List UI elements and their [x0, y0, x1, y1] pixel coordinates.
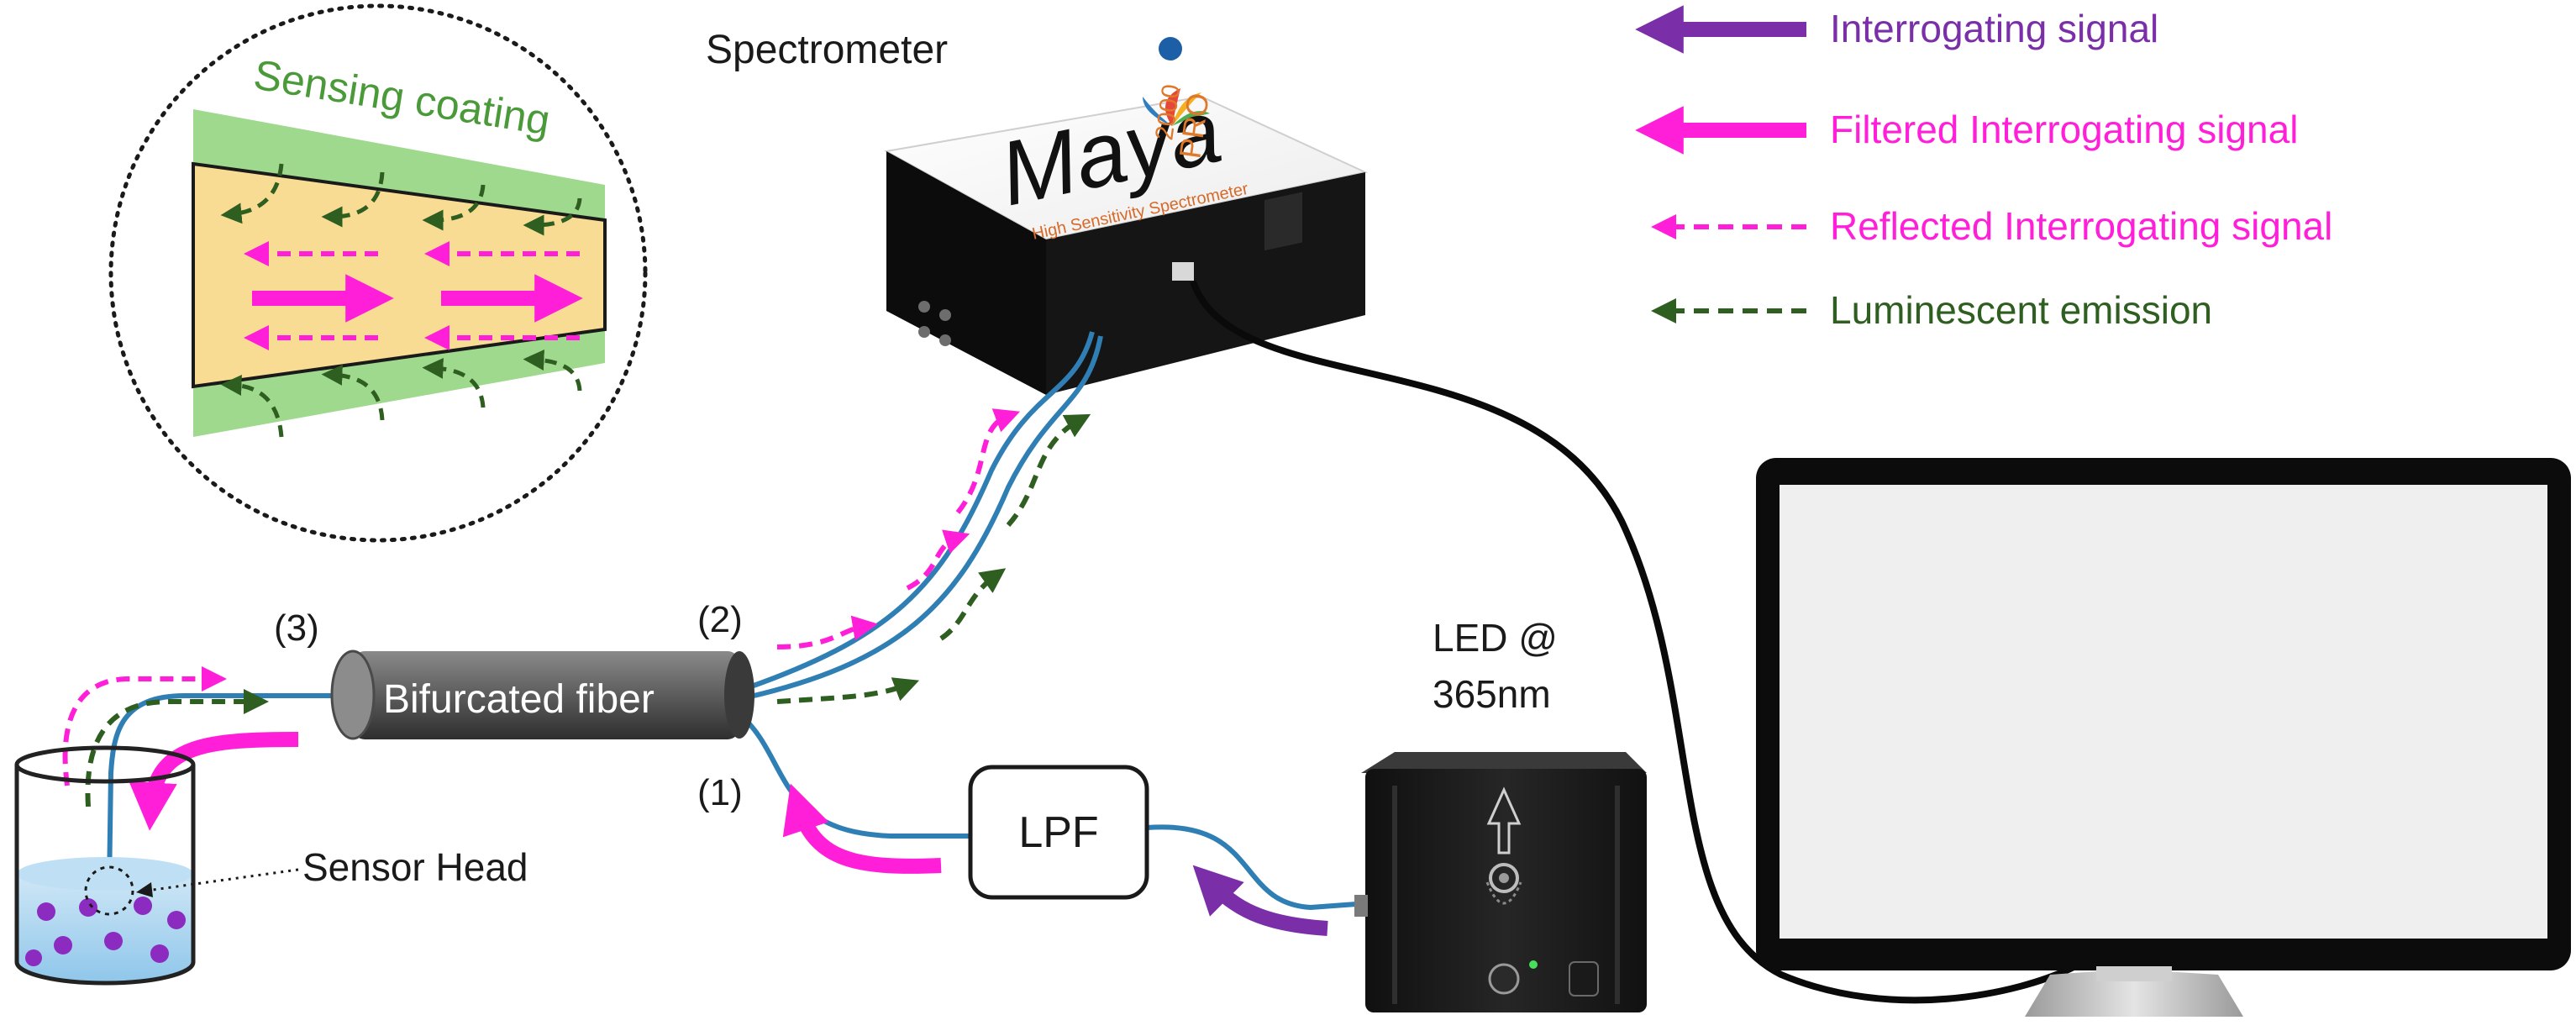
- spectrometer-label: Spectrometer: [706, 28, 948, 72]
- legend: Interrogating signal Filtered Interrogat…: [1635, 5, 2332, 332]
- beaker: [14, 745, 196, 986]
- legend-label-filtered: Filtered Interrogating signal: [1830, 108, 2298, 151]
- sensor-head-pointer: [146, 868, 299, 892]
- legend-label-luminescent: Luminescent emission: [1830, 288, 2212, 332]
- sensor-head-label: Sensor Head: [302, 845, 528, 889]
- led-label-line2: 365nm: [1433, 672, 1551, 716]
- legend-label-interrogating: Interrogating signal: [1830, 7, 2158, 50]
- fiber-sensor: [107, 693, 353, 887]
- magnified-fiber-view: [108, 3, 648, 543]
- lpf-label: LPF: [1018, 808, 1098, 857]
- fiber-branch-2: [739, 331, 1095, 693]
- lpf-box: [968, 765, 1149, 900]
- fiber-branch-1: [738, 712, 970, 839]
- monitor: [1756, 458, 2571, 1017]
- port-3-label: (3): [274, 607, 319, 649]
- led-label-line1: LED @: [1433, 616, 1558, 660]
- bifurcated-fiber: [330, 649, 754, 740]
- fiber-lpf-led: [1146, 824, 1369, 911]
- usb-cable-spectrometer: [1190, 280, 2077, 1004]
- port-2-label: (2): [697, 599, 743, 640]
- bifurcated-fiber-label: Bifurcated fiber: [383, 677, 655, 722]
- led-source-device: [1354, 752, 1647, 1012]
- legend-label-reflected: Reflected Interrogating signal: [1830, 204, 2332, 248]
- port-1-label: (1): [697, 772, 743, 813]
- spectrometer-device: [884, 37, 1369, 395]
